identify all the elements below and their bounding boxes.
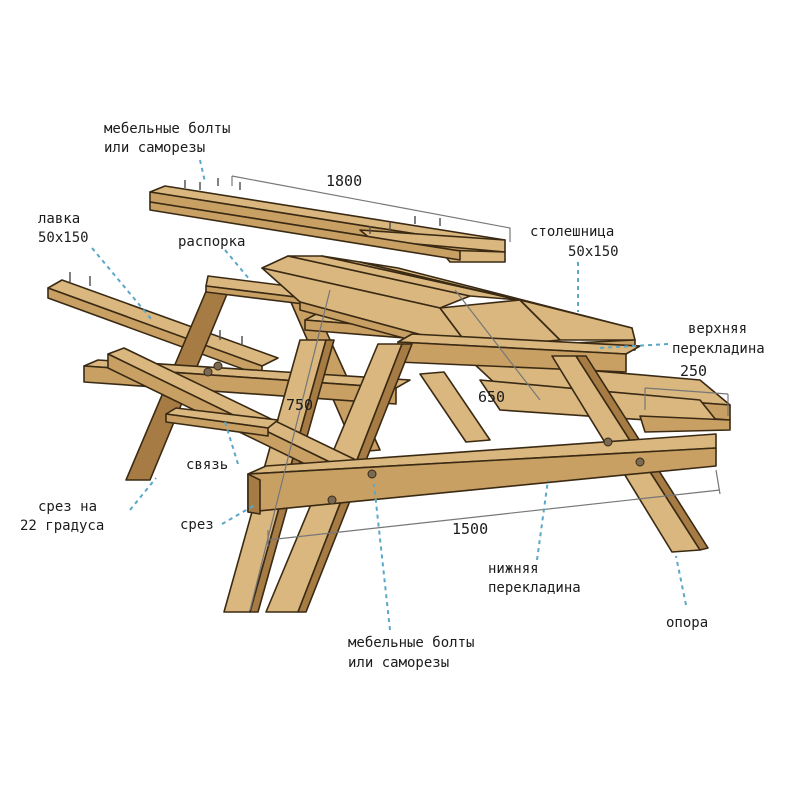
top-crossbar-label-line2: перекладина — [672, 341, 765, 357]
dimension-1800: 1800 — [326, 172, 363, 190]
bench-label-line2: 50x150 — [38, 230, 89, 246]
dimension-1500: 1500 — [452, 520, 489, 538]
dimension-lines — [231, 175, 729, 611]
cut22-label-line2: 22 градуса — [20, 518, 105, 534]
tie-label: связь — [186, 457, 229, 473]
dimension-650: 650 — [478, 388, 506, 406]
bottom-crossbar-label-line2: перекладина — [488, 580, 581, 596]
cut-label: срез — [180, 517, 214, 533]
bolts-top-label-line1: мебельные болты — [104, 121, 231, 137]
tabletop-label-line2: 50x150 — [568, 244, 619, 260]
bolts-bottom-label-line1: мебельные болты — [348, 635, 475, 651]
spacer-label: распорка — [178, 234, 246, 250]
tie-brace — [165, 407, 279, 437]
tabletop-label-line1: столешница — [530, 224, 615, 240]
dimension-250: 250 — [680, 362, 708, 380]
bottom-crossbar-label-line1: нижняя — [488, 561, 539, 577]
bolts-top-label-line2: или саморезы — [104, 140, 206, 156]
dimension-750: 750 — [286, 396, 314, 414]
bottom-crossbar — [203, 361, 717, 515]
support-label: опора — [666, 615, 709, 631]
bench-label-line1: лавка — [38, 211, 81, 227]
cut22-label-line1: срез на — [38, 499, 98, 515]
top-crossbar-label-line1: верхняя — [688, 321, 748, 337]
exploded-tabletop-boards — [149, 178, 506, 263]
leader-lines — [91, 159, 687, 631]
bolts-bottom-label-line2: или саморезы — [348, 655, 450, 671]
